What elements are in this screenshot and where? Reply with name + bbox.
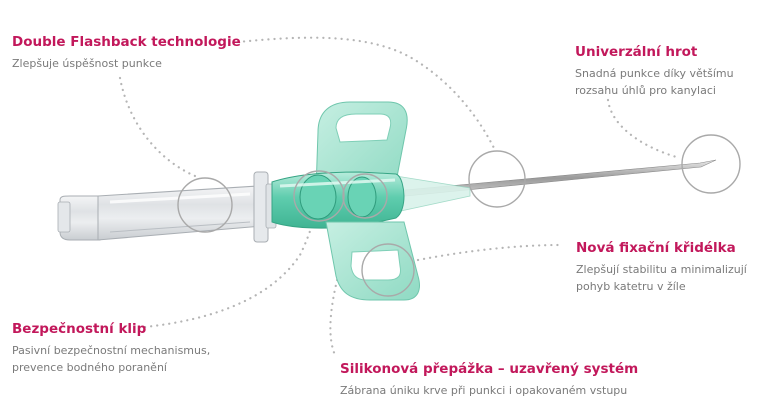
callout-title: Silikonová přepážka – uzavřený systém xyxy=(340,361,639,377)
leader-fixation-wings xyxy=(416,243,562,262)
leader-safety-clip xyxy=(143,203,320,329)
upper-wing xyxy=(315,101,408,191)
callout-universal-tip: Univerzální hrot Snadná punkce díky větš… xyxy=(575,44,734,99)
callout-description: Snadná punkce díky většímu rozsahu úhlů … xyxy=(575,65,734,99)
description-line: Zlepšuje úspěšnost punkce xyxy=(12,57,162,70)
callout-description: Pasivní bezpečnostní mechanismus, preven… xyxy=(12,342,210,376)
callout-description: Zábrana úniku krve při punkci i opakovan… xyxy=(340,382,638,399)
description-line: pohyb katetru v žíle xyxy=(576,280,686,293)
circle-wings xyxy=(361,243,415,297)
description-line: Snadná punkce díky většímu xyxy=(575,67,734,80)
green-hub xyxy=(271,171,405,229)
lower-wing xyxy=(325,221,420,301)
circle-septum xyxy=(468,150,526,208)
callout-description: Zlepšují stabilitu a minimalizují pohyb … xyxy=(576,261,747,295)
circle-safety-clip xyxy=(177,177,233,233)
description-line: Zábrana úniku krve při punkci i opakovan… xyxy=(340,384,628,397)
callout-safety-clip: Bezpečnostní klip Pasivní bezpečnostní m… xyxy=(12,321,210,376)
circle-flashback-1 xyxy=(293,170,345,222)
circle-flashback-2 xyxy=(342,173,388,219)
cannula-barrel xyxy=(57,171,277,243)
description-line: rozsahu úhlů pro kanylaci xyxy=(575,84,716,97)
leader-top-dots xyxy=(236,36,497,152)
leader-universal-tip xyxy=(606,98,682,160)
catheter-tip xyxy=(395,175,471,213)
callout-description: Zlepšuje úspěšnost punkce xyxy=(12,55,241,72)
circle-tip xyxy=(681,134,741,194)
callout-title: Univerzální hrot xyxy=(575,44,698,60)
callout-title: Nová fixační křidélka xyxy=(576,240,736,256)
callout-title: Bezpečnostní klip xyxy=(12,321,147,337)
callout-title: Double Flashback technologie xyxy=(12,34,241,50)
callout-fixation-wings: Nová fixační křidélka Zlepšují stabilitu… xyxy=(576,240,747,295)
description-line: Zlepšují stabilitu a minimalizují xyxy=(576,263,747,276)
description-line: Pasivní bezpečnostní mechanismus, xyxy=(12,344,211,357)
callout-silicone-septum: Silikonová přepážka – uzavřený systém Zá… xyxy=(340,361,638,399)
callout-double-flashback: Double Flashback technologie Zlepšuje ús… xyxy=(12,34,241,72)
leader-double-flashback xyxy=(118,76,202,180)
description-line: prevence bodného poranění xyxy=(12,361,167,374)
callout-circles xyxy=(177,134,741,297)
